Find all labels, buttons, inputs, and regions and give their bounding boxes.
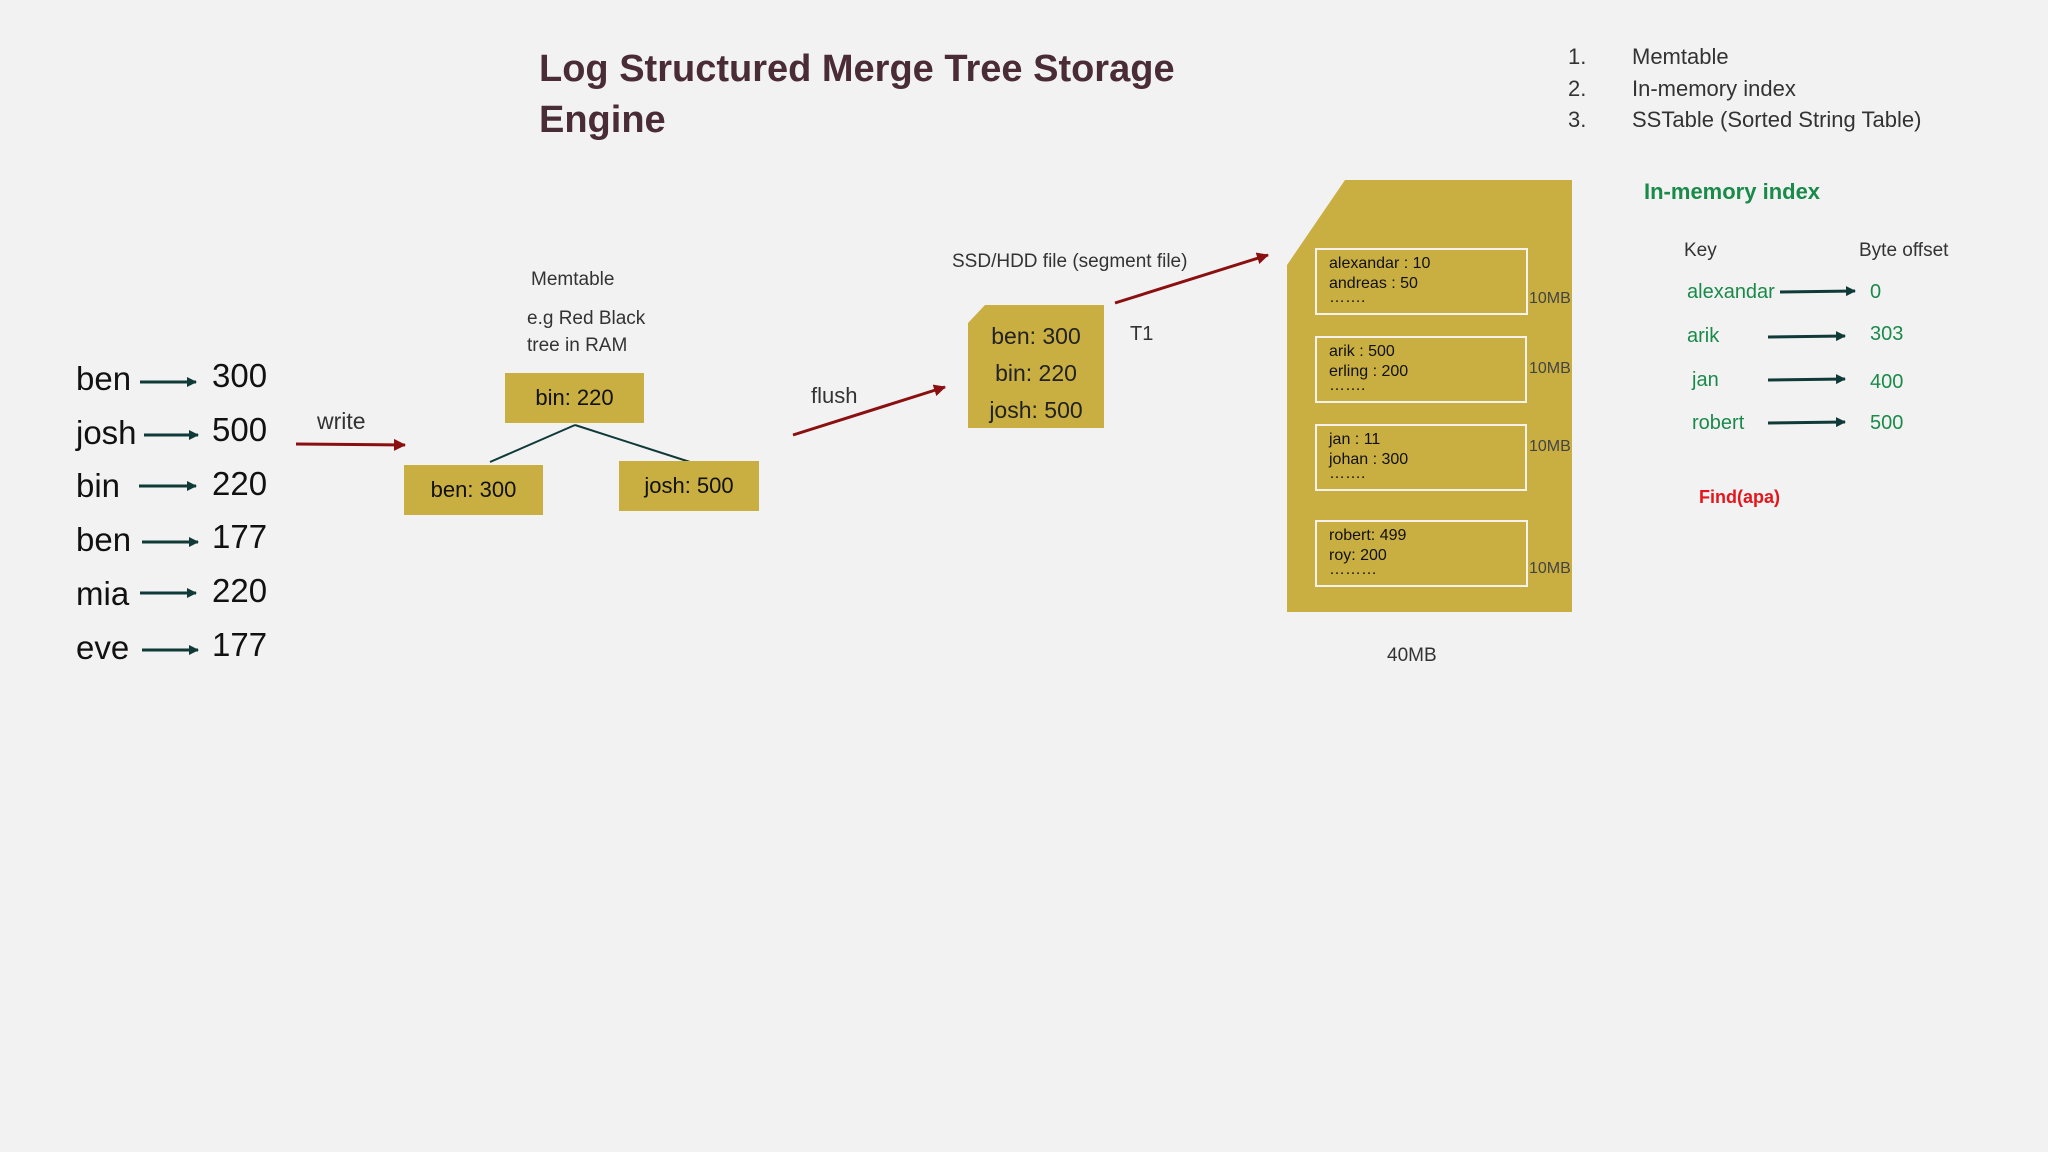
- flush-arrow: [792, 384, 946, 437]
- index-key: arik: [1687, 325, 1720, 347]
- index-offset: 400: [1870, 371, 1904, 393]
- index-key: alexandar: [1687, 281, 1775, 303]
- list-text: In-memory index: [1632, 75, 1796, 101]
- sstable-segment: robert: 499 roy: 200 ………: [1315, 520, 1528, 587]
- index-key: robert: [1692, 412, 1745, 434]
- sstable-file-shape: [1287, 180, 1572, 612]
- segment-size: 10MB: [1529, 560, 1571, 577]
- segment-file-line: ben: 300: [991, 323, 1081, 349]
- segment-line: andreas : 50: [1329, 275, 1418, 292]
- write-label: write: [317, 408, 366, 434]
- segment-line: ………: [1329, 561, 1377, 578]
- tree-node-left: ben: 300: [404, 465, 543, 515]
- list-number: 1.: [1568, 44, 1587, 69]
- memtable-label: Memtable: [531, 269, 615, 290]
- memtable-note: e.g Red Black tree in RAM: [527, 308, 646, 356]
- segment-line: …….: [1329, 289, 1366, 306]
- index-offset: 303: [1870, 323, 1904, 345]
- list-number: 2.: [1568, 75, 1587, 101]
- index-title: In-memory index: [1644, 179, 1821, 204]
- write-value: 177: [212, 626, 268, 663]
- sstable-segments: alexandar : 10 andreas : 50 ……. 10MB ari…: [1315, 248, 1575, 593]
- index-arrow-2: [1767, 331, 1846, 342]
- list-text: SSTable (Sorted String Table): [1632, 107, 1922, 132]
- sstable-total-size: 40MB: [1387, 645, 1437, 666]
- find-query: Find(apa): [1699, 487, 1780, 507]
- segment-file-contents: ben: 300 bin: 220 josh: 500: [968, 318, 1104, 429]
- write-key: ben: [76, 521, 132, 558]
- write-value: 220: [212, 465, 268, 502]
- flush-label: flush: [811, 383, 858, 408]
- segment-line: johan : 300: [1329, 451, 1409, 468]
- segment-line: erling : 200: [1329, 363, 1409, 380]
- write-key: josh: [76, 414, 137, 451]
- segment-size: 10MB: [1529, 438, 1571, 455]
- list-number: 3.: [1568, 107, 1587, 132]
- index-arrow-1: [1779, 286, 1856, 297]
- segment-line: alexandar : 10: [1329, 255, 1431, 272]
- write-key: eve: [76, 629, 130, 666]
- sstable-segment: arik : 500 erling : 200 …….: [1315, 336, 1527, 403]
- index-arrow-3: [1767, 374, 1846, 385]
- segment-file-label: SSD/HDD file (segment file): [952, 251, 1188, 272]
- sstable-segment: jan : 11 johan : 300 …….: [1315, 424, 1527, 491]
- tree-node-right: josh: 500: [619, 461, 759, 511]
- segment-file-shape: [968, 305, 1104, 428]
- write-value: 500: [212, 411, 268, 448]
- segment-size: 10MB: [1529, 290, 1571, 307]
- segment-line: arik : 500: [1329, 343, 1395, 360]
- segment-file-line: josh: 500: [989, 397, 1083, 423]
- index-offset: 0: [1870, 281, 1882, 303]
- tree-edge-right: [574, 424, 691, 463]
- list-text: Memtable: [1632, 44, 1729, 69]
- sstable-segment: alexandar : 10 andreas : 50 …….: [1315, 248, 1528, 315]
- segment-to-sstable-arrow: [1114, 252, 1269, 305]
- index-key-header: Key: [1684, 240, 1717, 261]
- page-title: Log Structured Merge Tree Storage Engine: [539, 48, 1175, 141]
- write-key: ben: [76, 360, 132, 397]
- write-key: bin: [76, 467, 121, 504]
- write-value: 177: [212, 518, 268, 555]
- tree-node-root: bin: 220: [505, 373, 644, 423]
- index-arrow-4: [1767, 417, 1846, 428]
- write-value: 300: [212, 357, 268, 394]
- write-to-memtable-arrow: [295, 438, 406, 451]
- index-key: jan: [1692, 369, 1719, 391]
- segment-file-line: bin: 220: [995, 360, 1077, 386]
- index-offset: 500: [1870, 412, 1904, 434]
- t1-label: T1: [1130, 323, 1154, 345]
- index-offset-header: Byte offset: [1859, 240, 1949, 261]
- write-value: 220: [212, 572, 268, 609]
- segment-line: …….: [1329, 377, 1366, 394]
- segment-size: 10MB: [1529, 360, 1571, 377]
- tree-edge-left: [489, 424, 576, 463]
- segment-line: robert: 499: [1329, 527, 1407, 544]
- segment-line: …….: [1329, 465, 1366, 482]
- segment-line: roy: 200: [1329, 547, 1387, 564]
- segment-line: jan : 11: [1329, 431, 1381, 448]
- write-key: mia: [76, 575, 130, 612]
